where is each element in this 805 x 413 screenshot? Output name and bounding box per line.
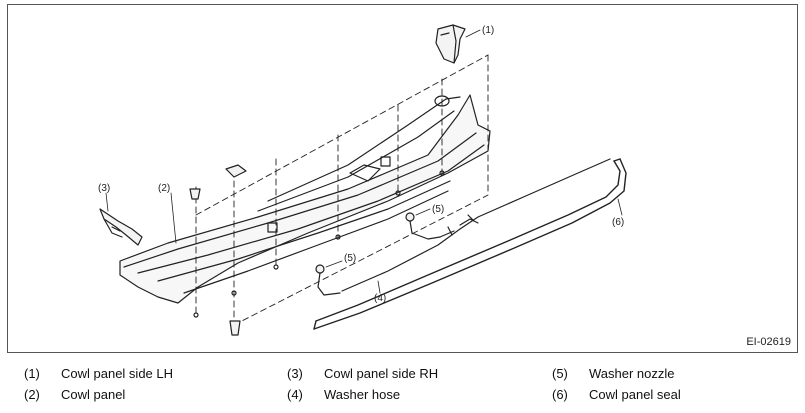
washer-nozzle-left bbox=[315, 264, 341, 296]
legend-label: Cowl panel bbox=[61, 387, 126, 402]
legend-label: Washer hose bbox=[324, 387, 401, 402]
washer-hose bbox=[341, 158, 611, 292]
legend-number: (1) bbox=[24, 366, 40, 381]
legend-number: (3) bbox=[287, 366, 303, 381]
cowl-panel-side-lh bbox=[435, 24, 466, 64]
diagram-frame: (1) (2) (3) (4) (5) (5) (6) EI-02619 bbox=[7, 4, 798, 353]
legend-number: (5) bbox=[552, 366, 568, 381]
legend-number: (2) bbox=[24, 387, 40, 402]
figure-id-label: EI-02619 bbox=[746, 336, 791, 348]
legend-number: (6) bbox=[552, 387, 568, 402]
legend-label: Cowl panel side RH bbox=[324, 366, 439, 381]
leader-line-3 bbox=[105, 192, 109, 212]
callout-5-left: (5) bbox=[344, 253, 356, 264]
callout-2: (2) bbox=[158, 183, 170, 194]
cowl-panel bbox=[119, 94, 491, 318]
leader-line-6 bbox=[617, 198, 623, 216]
callout-5-right: (5) bbox=[432, 204, 444, 215]
alignment-dashed-lines bbox=[195, 54, 489, 326]
leader-line-5-left bbox=[325, 260, 343, 268]
callout-6: (6) bbox=[612, 217, 624, 228]
legend-label: Cowl panel seal bbox=[589, 387, 681, 402]
callout-4: (4) bbox=[374, 293, 386, 304]
leader-line-4 bbox=[377, 280, 381, 294]
exploded-view-drawing: (1) (2) (3) (4) (5) (5) (6) bbox=[98, 24, 627, 336]
leader-line-2 bbox=[170, 192, 177, 244]
callout-3: (3) bbox=[98, 183, 110, 194]
parts-legend: (1) Cowl panel side LH (2) Cowl panel (3… bbox=[0, 360, 805, 410]
cowl-panel-side-rh bbox=[99, 208, 143, 246]
cowl-panel-seal bbox=[313, 158, 627, 330]
callout-1: (1) bbox=[482, 25, 494, 36]
legend-label: Washer nozzle bbox=[589, 366, 675, 381]
washer-nozzle-right bbox=[405, 212, 441, 240]
leader-line-5-right bbox=[415, 208, 431, 216]
clip-fasteners bbox=[189, 164, 247, 336]
legend-label: Cowl panel side LH bbox=[61, 366, 174, 381]
leader-line-1 bbox=[465, 29, 481, 38]
legend-number: (4) bbox=[287, 387, 303, 402]
